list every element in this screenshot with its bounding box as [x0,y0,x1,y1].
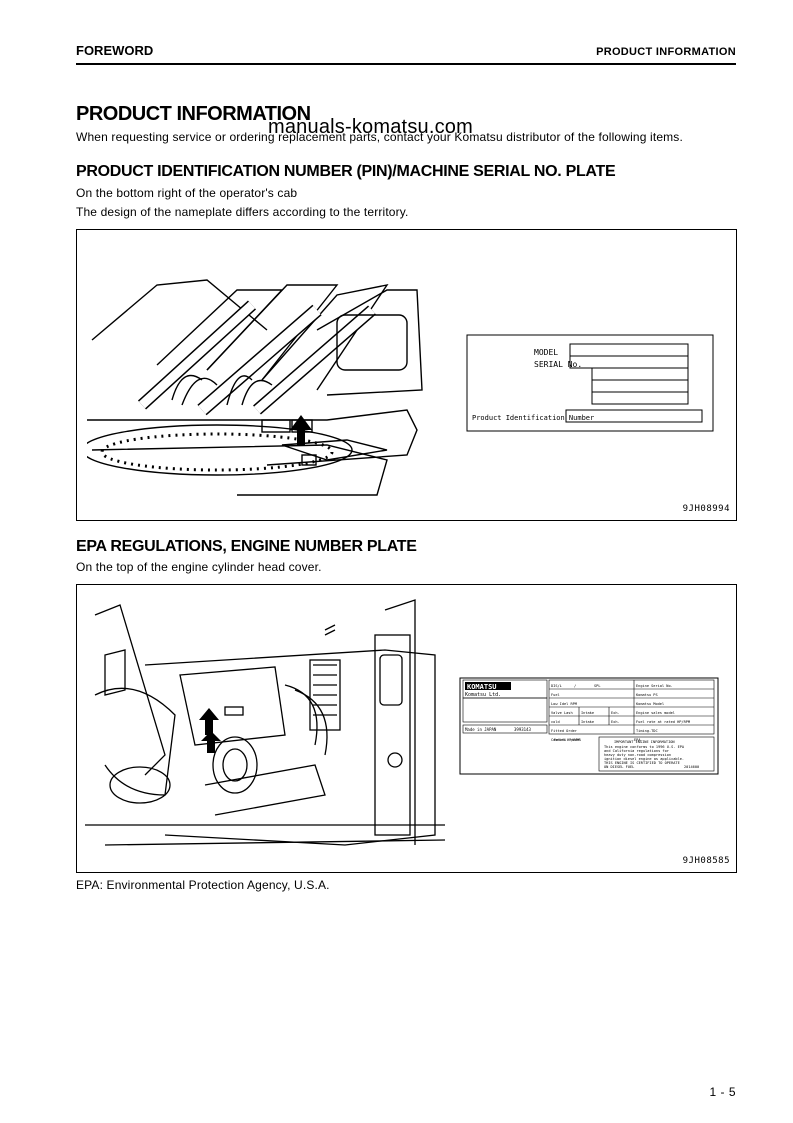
info-line-7: 2014600 [684,765,699,769]
pin-figure-id: 9JH08994 [682,504,730,514]
epa-figure-id: 9JH08585 [682,856,730,866]
plate-cell-18: Timing-TDC [636,729,658,733]
epa-section-title: EPA REGULATIONS, ENGINE NUMBER PLATE [76,538,417,555]
pin-nameplate: MODEL SERIAL No. Product Identification … [466,334,714,432]
epa-figure: KOMATSU Komatsu Ltd. DIS/L / SPL Engine … [76,584,737,873]
info-title: IMPORTANT ENGINE INFORMATION [614,740,675,744]
epa-footnote: EPA: Environmental Protection Agency, U.… [76,878,330,892]
machine-illustration [87,279,423,496]
page-title: PRODUCT INFORMATION [76,103,311,125]
pin-design-note: The design of the nameplate differs acco… [76,205,409,219]
info-line-4: ignition diesel engine as applicable. [604,757,684,761]
info-line-1: This engine conforms to 1996 U.S. EPA [604,745,685,749]
pin-label: Product Identification Number [472,414,594,422]
plate-cell-7: Low Idel RPM [551,702,578,706]
plate-cell-3: SPL [594,684,601,688]
info-line-2: and California regulations for [604,749,670,753]
plate-cell-9: Valve Lash [551,711,573,715]
header-section-title: FOREWORD [76,43,154,58]
header-chapter-title: PRODUCT INFORMATION [596,46,736,58]
page-number: 1 - 5 [709,1085,736,1099]
plate-cell-21: EPA [634,738,641,742]
plate-cell-6: Komatsu PS [636,693,658,697]
brand-text: KOMATSU [467,683,497,691]
made-in-text: Made in JAPAN [465,727,497,732]
engine-arrow-icon-2 [201,731,221,753]
plate-cell-13: cold [551,720,560,724]
engine-illustration [85,599,445,846]
plate-cell-16: Fuel rate at rated HP/RPM [636,720,691,724]
watermark-text: manuals-komatsu.com [268,116,473,138]
plate-cell-17: Fitted Order [551,729,578,733]
company-text: Komatsu Ltd. [465,692,501,698]
plate-cell-12: Engine sales model [636,711,675,715]
pin-location-text: On the bottom right of the operator's ca… [76,186,298,200]
plate-cell-11: Exh. [611,711,620,715]
pin-figure: MODEL SERIAL No. Product Identification … [76,229,737,521]
plate-cell-8: Komatsu Model [636,702,664,706]
epa-location-text: On the top of the engine cylinder head c… [76,560,322,574]
plate-cell-14: Intake [581,720,594,724]
engine-nameplate: KOMATSU Komatsu Ltd. DIS/L / SPL Engine … [459,677,719,775]
location-arrow-icon [290,415,312,445]
plate-cell-4: Engine Serial No. [636,684,673,688]
serial-label: SERIAL No. [534,360,582,369]
engine-arrow-icon [199,708,219,735]
header-divider [76,63,736,65]
part-code-text: 3993143 [514,727,531,732]
intro-text: When requesting service or ordering repl… [76,130,683,144]
info-line-5: THIS ENGINE IS CERTIFIED TO OPERATE [604,761,680,765]
plate-cell-5: Fuel [551,693,560,697]
info-line-3: heavy duty non-road compression [604,753,671,757]
komatsu-logo [465,682,511,690]
plate-cell-15: Exh. [611,720,620,724]
pin-section-title: PRODUCT IDENTIFICATION NUMBER (PIN)/MACH… [76,163,616,180]
model-label: MODEL [534,348,558,357]
plate-cell-1: DIS/L [551,684,562,688]
plate-cell-19: Certifi. model [551,738,581,742]
info-line-6: ON DIESEL FUEL [604,765,634,769]
plate-cell-10: Intake [581,711,594,715]
plate-cell-20: Rated HP/RPM [554,738,581,742]
plate-cell-2: / [574,684,576,688]
